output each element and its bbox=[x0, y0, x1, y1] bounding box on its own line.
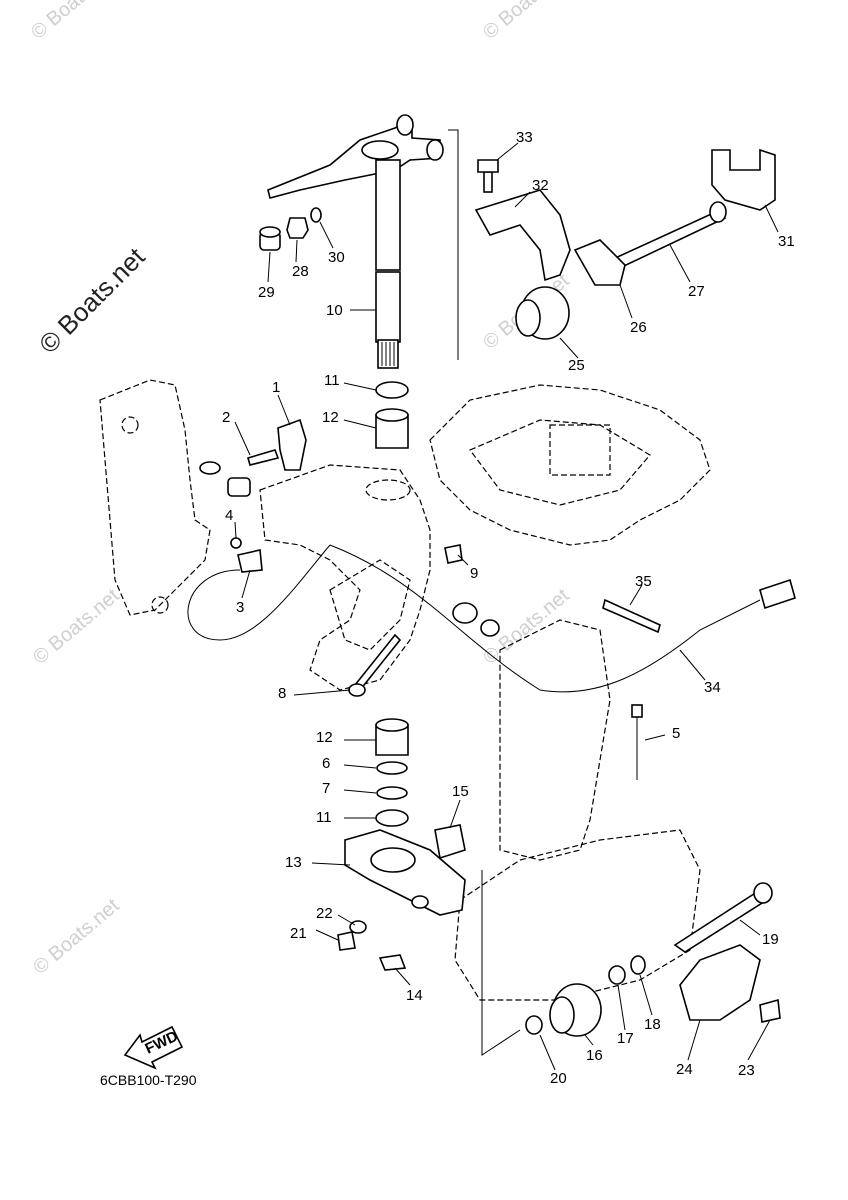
callout-6: 6 bbox=[322, 755, 330, 772]
callout-9: 9 bbox=[470, 565, 478, 582]
clamp-bracket bbox=[99, 379, 211, 616]
callout-33: 33 bbox=[516, 129, 533, 146]
nuts-and-washer bbox=[259, 207, 322, 251]
cable-clamp-parts bbox=[187, 418, 331, 641]
callout-31: 31 bbox=[778, 233, 795, 250]
upper-casing bbox=[454, 619, 701, 1001]
callout-34: 34 bbox=[704, 679, 721, 696]
callout-5: 5 bbox=[672, 725, 680, 742]
callout-14: 14 bbox=[406, 987, 423, 1004]
diagram-code: 6CBB100-T290 bbox=[100, 1072, 197, 1088]
callout-25: 25 bbox=[568, 357, 585, 374]
callout-19: 19 bbox=[762, 931, 779, 948]
group-bracket-lower bbox=[481, 870, 521, 1056]
lower-mount-parts bbox=[525, 882, 781, 1037]
callout-18: 18 bbox=[644, 1016, 661, 1033]
watermark-faint: © Boats.net bbox=[29, 894, 124, 978]
callout-27: 27 bbox=[688, 283, 705, 300]
callout-24: 24 bbox=[676, 1061, 693, 1078]
watermark-faint: © Boats.net bbox=[479, 0, 574, 44]
bolt bbox=[348, 633, 402, 697]
callout-8: 8 bbox=[278, 685, 286, 702]
callout-21: 21 bbox=[290, 925, 307, 942]
callout-20: 20 bbox=[550, 1070, 567, 1087]
callout-13: 13 bbox=[285, 854, 302, 871]
lower-mount-bracket bbox=[337, 824, 466, 971]
callout-12-lower: 12 bbox=[316, 729, 333, 746]
grease-fitting-parts bbox=[444, 544, 500, 637]
callout-7: 7 bbox=[322, 780, 330, 797]
upper-bushing-and-washer bbox=[375, 381, 409, 449]
upper-mount-parts bbox=[474, 148, 776, 340]
watermark-main: © Boats.net bbox=[33, 241, 151, 359]
swivel-bracket bbox=[259, 464, 431, 691]
steering-arm-assembly bbox=[267, 114, 444, 369]
callout-22: 22 bbox=[316, 905, 333, 922]
callout-23: 23 bbox=[738, 1062, 755, 1079]
callout-11-upper: 11 bbox=[324, 372, 340, 389]
watermark-faint: © Boats.net bbox=[29, 584, 124, 668]
callout-10: 10 bbox=[326, 302, 343, 319]
callout-3: 3 bbox=[236, 599, 244, 616]
callout-30: 30 bbox=[328, 249, 345, 266]
callout-29: 29 bbox=[258, 284, 275, 301]
callout-26: 26 bbox=[630, 319, 647, 336]
callout-28: 28 bbox=[292, 263, 309, 280]
callout-15: 15 bbox=[452, 783, 469, 800]
group-bracket-upper bbox=[448, 129, 459, 360]
engine-base bbox=[429, 384, 711, 546]
callout-32: 32 bbox=[532, 177, 549, 194]
callout-11-lower: 11 bbox=[316, 809, 332, 826]
callout-16: 16 bbox=[586, 1047, 603, 1064]
callout-2: 2 bbox=[222, 409, 230, 426]
lead-wire bbox=[329, 544, 796, 693]
callout-numbers: 1 2 3 4 5 6 7 8 9 10 11 11 12 12 13 14 1… bbox=[222, 129, 795, 1087]
callout-1: 1 bbox=[272, 379, 280, 396]
callout-17: 17 bbox=[617, 1030, 634, 1047]
callout-12-upper: 12 bbox=[322, 409, 339, 426]
forward-arrow: FWD bbox=[123, 1025, 184, 1070]
faint-watermarks: © Boats.net © Boats.net © Boats.net © Bo… bbox=[27, 0, 574, 979]
lower-bushing-stack bbox=[375, 718, 409, 827]
leader-lines bbox=[234, 142, 779, 1071]
callout-35: 35 bbox=[635, 573, 652, 590]
watermark-faint: © Boats.net bbox=[27, 0, 122, 44]
callout-4: 4 bbox=[225, 507, 233, 524]
cable-tie bbox=[631, 704, 643, 780]
